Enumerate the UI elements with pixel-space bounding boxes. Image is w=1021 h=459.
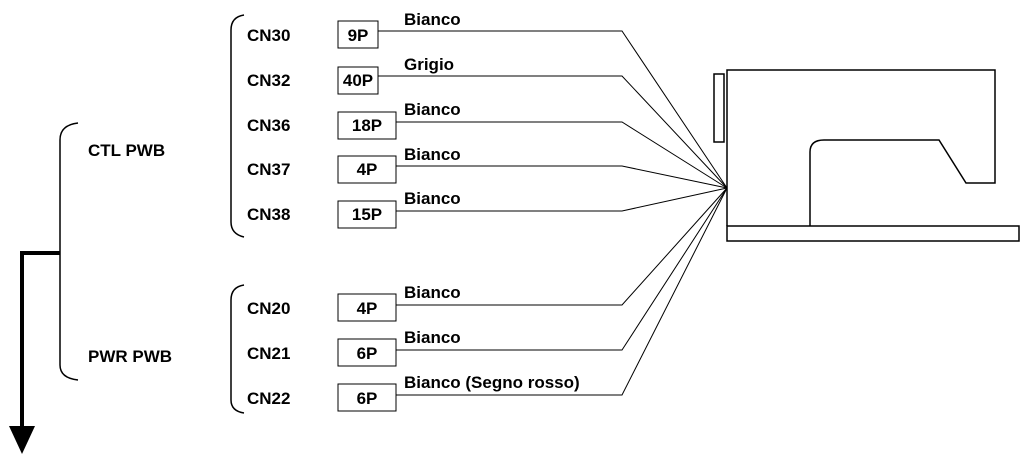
wire-line: [378, 75, 728, 189]
pin-count: 15P: [352, 205, 382, 224]
pin-count: 6P: [357, 389, 378, 408]
pin-count: 6P: [357, 344, 378, 363]
pin-count: 4P: [357, 299, 378, 318]
wire-color: Bianco: [404, 145, 461, 164]
wire-line: [378, 30, 728, 189]
wire-line: [396, 187, 728, 351]
connector-row-cn36: CN36 18P Bianco: [247, 100, 728, 189]
pin-box: [337, 338, 397, 367]
connector-row-cn22: CN22 6P Bianco (Segno rosso): [247, 187, 728, 412]
connector-row-cn38: CN38 15P Bianco: [247, 187, 728, 229]
pin-count: 40P: [343, 71, 373, 90]
connector-name: CN22: [247, 389, 290, 408]
connector-row-cn21: CN21 6P Bianco: [247, 187, 728, 367]
pin-box: [337, 293, 397, 322]
connector-name: CN30: [247, 26, 290, 45]
connector-name: CN32: [247, 71, 290, 90]
wire-color: Grigio: [404, 55, 454, 74]
connector-row-cn30: CN30 9P Bianco: [247, 10, 728, 189]
wire-line: [396, 187, 728, 212]
wire-line: [396, 121, 728, 189]
pin-box: [337, 155, 397, 184]
wire-color: Bianco: [404, 189, 461, 208]
connector-name: CN37: [247, 160, 290, 179]
connector-name: CN36: [247, 116, 290, 135]
group-label-pwr-pwb: PWR PWB: [88, 347, 172, 366]
pin-count: 4P: [357, 160, 378, 179]
connector-row-cn37: CN37 4P Bianco: [247, 145, 728, 189]
wire-color: Bianco: [404, 283, 461, 302]
down-arrow-icon: [9, 251, 60, 454]
pin-count: 18P: [352, 116, 382, 135]
connector-name: CN38: [247, 205, 290, 224]
ctl-pwb-bracket: [59, 122, 79, 381]
wire-color: Bianco: [404, 100, 461, 119]
connector-name: CN21: [247, 344, 290, 363]
pin-box: [337, 200, 397, 229]
wire-color: Bianco (Segno rosso): [404, 373, 580, 392]
group-label-ctl-pwb: CTL PWB: [88, 141, 165, 160]
pwr-connectors-bracket: [230, 284, 245, 414]
sewing-machine-icon: [713, 69, 1020, 242]
wire-color: Bianco: [404, 328, 461, 347]
pin-box: [337, 66, 379, 95]
pin-box: [337, 20, 379, 49]
wire-color: Bianco: [404, 10, 461, 29]
pin-box: [337, 383, 397, 412]
ctl-connectors-bracket: [230, 14, 245, 238]
wire-line: [396, 187, 728, 396]
pin-box: [337, 111, 397, 140]
pin-count: 9P: [348, 26, 369, 45]
connector-name: CN20: [247, 299, 290, 318]
connector-row-cn32: CN32 40P Grigio: [247, 55, 728, 189]
wire-line: [396, 165, 728, 189]
connector-row-cn20: CN20 4P Bianco: [247, 187, 728, 322]
wire-line: [396, 187, 728, 306]
